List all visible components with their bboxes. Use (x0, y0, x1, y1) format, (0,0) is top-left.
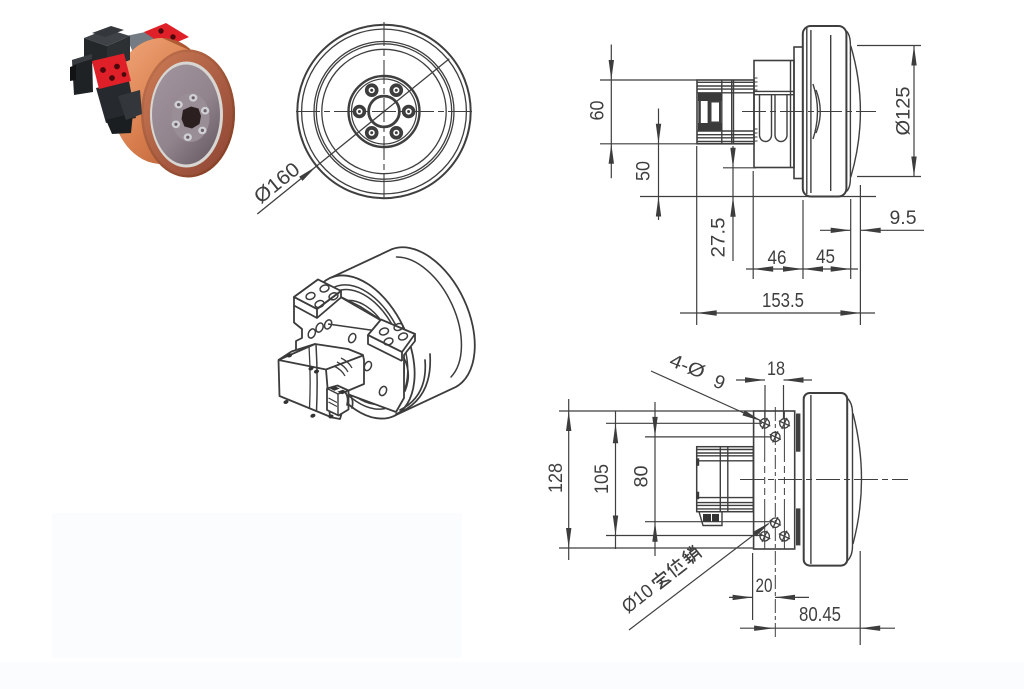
svg-text:153.5: 153.5 (762, 290, 804, 312)
svg-text:50: 50 (634, 161, 655, 181)
svg-text:80: 80 (631, 465, 653, 487)
svg-text:18: 18 (767, 358, 785, 380)
svg-text:46: 46 (768, 248, 787, 269)
svg-text:9.5: 9.5 (890, 208, 917, 229)
svg-text:45: 45 (816, 247, 835, 268)
svg-text:80.45: 80.45 (799, 604, 841, 626)
svg-text:9: 9 (710, 371, 728, 394)
svg-text:Ø125: Ø125 (894, 87, 915, 136)
svg-text:20: 20 (756, 575, 773, 597)
svg-text:128: 128 (545, 463, 567, 493)
svg-text:105: 105 (591, 464, 613, 494)
svg-text:4-Ø: 4-Ø (666, 350, 707, 383)
svg-text:60: 60 (588, 101, 609, 121)
svg-text:27.5: 27.5 (709, 218, 730, 258)
